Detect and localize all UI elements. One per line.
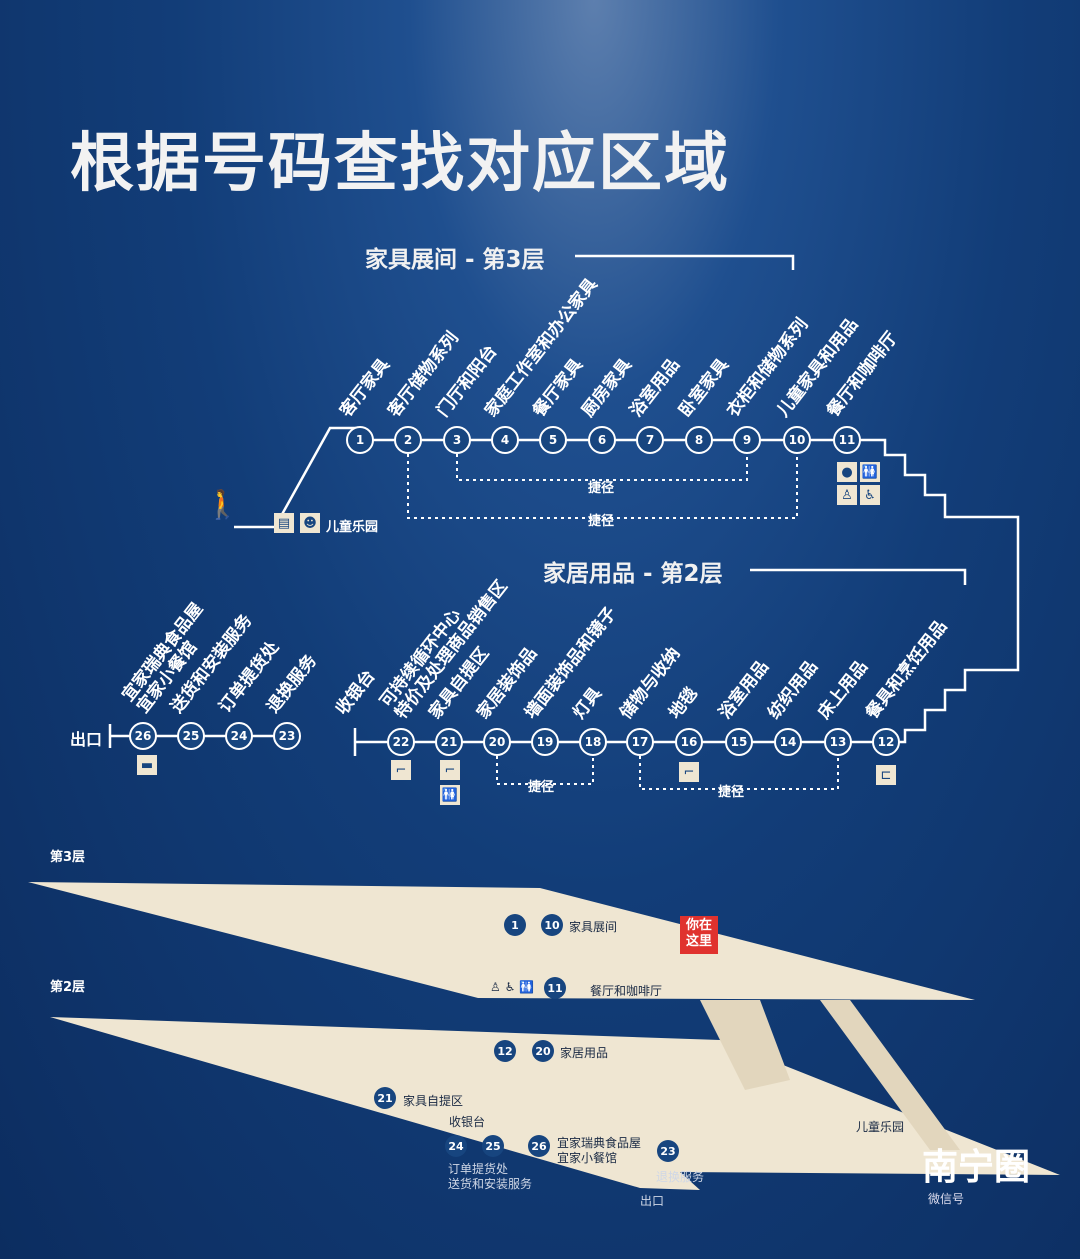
- station-7: 7: [636, 426, 664, 454]
- map-floor-3: [28, 882, 975, 1000]
- food-icon: ▬: [137, 755, 157, 775]
- map-label-food: 宜家瑞典食品屋 宜家小餐馆: [557, 1136, 642, 1165]
- accessible-icon: ♿: [860, 485, 880, 505]
- map-ramp: [820, 1000, 960, 1150]
- map-station: 24: [445, 1135, 467, 1157]
- station-6: 6: [588, 426, 616, 454]
- map-station: 20: [532, 1040, 554, 1062]
- station-12: 12: [872, 728, 900, 756]
- map-floor-2: [50, 1017, 1060, 1190]
- map-label-home: 家居用品: [560, 1046, 609, 1060]
- station-4: 4: [491, 426, 519, 454]
- station-25: 25: [177, 722, 205, 750]
- station-1: 1: [346, 426, 374, 454]
- map-level3-label: 第3层: [50, 850, 86, 865]
- station-11: 11: [833, 426, 861, 454]
- station-18: 18: [579, 728, 607, 756]
- you-are-here-marker: [680, 916, 718, 954]
- map-label-exit: 出口: [640, 1194, 665, 1208]
- shortcut-label: 捷径: [528, 780, 555, 795]
- map-label-furniture: 家具展间: [569, 920, 618, 934]
- station-15: 15: [725, 728, 753, 756]
- station-16: 16: [675, 728, 703, 756]
- kids-area-label: 儿童乐园: [326, 520, 379, 535]
- map-station: 12: [494, 1040, 516, 1062]
- map-station: 25: [482, 1135, 504, 1157]
- sign-title: 根据号码查找对应区域: [70, 127, 730, 201]
- station-14: 14: [774, 728, 802, 756]
- baby-care-icon: ♙: [837, 485, 857, 505]
- map-label-orders: 订单提货处 送货和安装服务: [448, 1162, 533, 1191]
- map-station: 11: [544, 977, 566, 999]
- station-10: 10: [783, 426, 811, 454]
- ticket-icon: ▤: [274, 513, 294, 533]
- trolley-icon: ⊏: [876, 765, 896, 785]
- map-label-cashier: 收银台: [449, 1115, 486, 1129]
- cart-icon: ⌐: [391, 760, 411, 780]
- map-station: 1: [504, 914, 526, 936]
- playground-icon: ☻: [300, 513, 320, 533]
- floor2-title: 家居用品 - 第2层: [543, 561, 723, 587]
- map-facility-icons: ♙ ♿ 🚻: [490, 980, 535, 994]
- cart-icon: ⌐: [440, 760, 460, 780]
- station-21: 21: [435, 728, 463, 756]
- map-label-restaurant: 餐厅和咖啡厅: [590, 984, 663, 998]
- station-13: 13: [824, 728, 852, 756]
- station-20: 20: [483, 728, 511, 756]
- station-22: 22: [387, 728, 415, 756]
- shortcut-label: 捷径: [588, 481, 615, 496]
- map-label-pickup: 家具自提区: [403, 1094, 464, 1108]
- station-2: 2: [394, 426, 422, 454]
- exit-label: 出口: [70, 730, 103, 749]
- restaurant-icon: ●: [837, 462, 857, 482]
- station-24: 24: [225, 722, 253, 750]
- shortcut-label: 捷径: [588, 514, 615, 529]
- station-3: 3: [443, 426, 471, 454]
- map-label-returns: 退换服务: [656, 1170, 705, 1184]
- you-are-here-label: 你在这里: [685, 918, 712, 949]
- map-level2-label: 第2层: [50, 980, 86, 995]
- restroom-icon: 🚻: [860, 462, 880, 482]
- map-station: 10: [541, 914, 563, 936]
- floor3-title: 家具展间 - 第3层: [365, 247, 545, 273]
- map-station: 26: [528, 1135, 550, 1157]
- map-station: 21: [374, 1087, 396, 1109]
- station-23: 23: [273, 722, 301, 750]
- walking-person-icon: 🚶: [205, 488, 240, 521]
- station-5: 5: [539, 426, 567, 454]
- watermark-sub: 微信号: [928, 1192, 965, 1206]
- map-stairs: [700, 1000, 790, 1090]
- shortcut-label: 捷径: [718, 785, 745, 800]
- map-label-kids: 儿童乐园: [856, 1120, 905, 1134]
- station-26: 26: [129, 722, 157, 750]
- map-station: 23: [657, 1140, 679, 1162]
- watermark-logo: 南宁圈: [922, 1147, 1031, 1188]
- station-8: 8: [685, 426, 713, 454]
- station-19: 19: [531, 728, 559, 756]
- restroom-icon: 🚻: [440, 785, 460, 805]
- station-9: 9: [733, 426, 761, 454]
- station-17: 17: [626, 728, 654, 756]
- cart-icon: ⌐: [679, 762, 699, 782]
